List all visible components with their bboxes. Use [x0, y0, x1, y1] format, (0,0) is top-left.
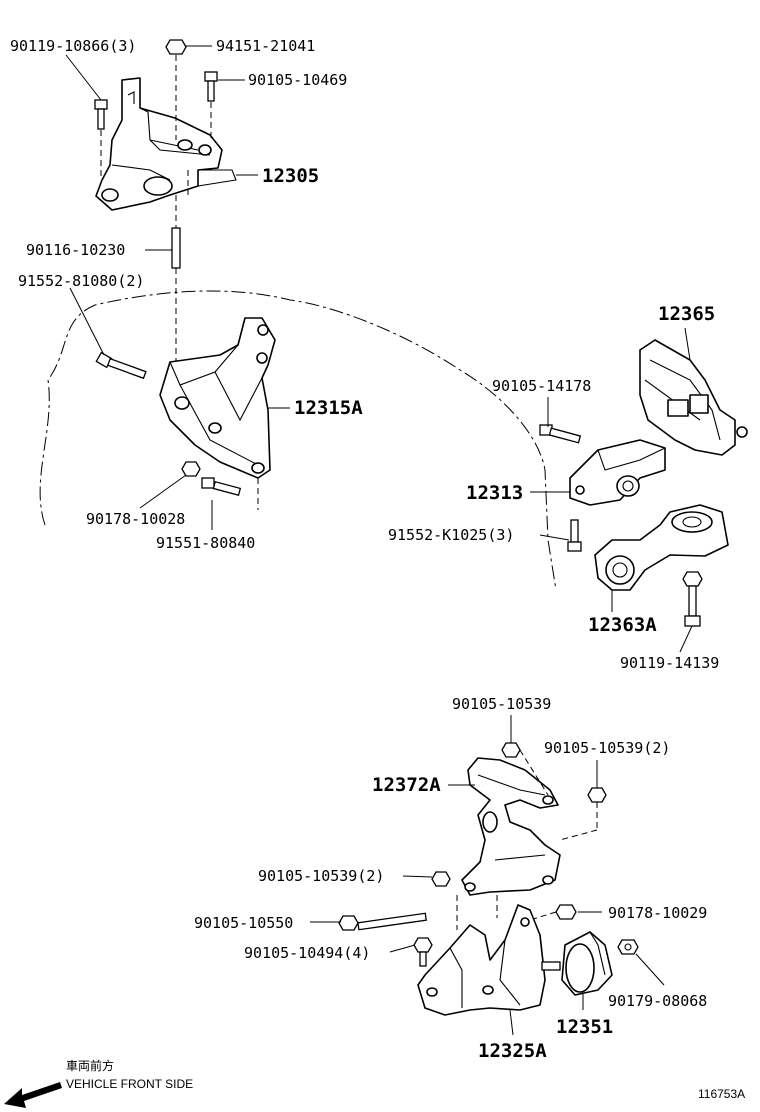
nut-90179-08068-icon: [617, 939, 639, 955]
engine-outline-phantom: [39, 290, 557, 591]
diagram-id: 116753A: [698, 1087, 745, 1101]
bolt-90105-10550-icon: [338, 912, 427, 931]
label-90178-10028: 90178-10028: [86, 510, 185, 528]
insulator-12351: [561, 931, 613, 996]
rear-mount-bracket-12372A: [461, 757, 561, 896]
bolt-90105-10539-b-icon: [587, 787, 607, 803]
rear-mount-bracket-12325A: [417, 904, 546, 1016]
label-90105-10539-2a: 90105-10539(2): [544, 739, 670, 757]
bolt-91552-K1025-icon: [567, 519, 582, 552]
label-12372A: 12372A: [372, 774, 441, 796]
label-90116-10230: 90116-10230: [26, 241, 125, 259]
stud-90116-10230-icon: [171, 227, 181, 269]
bolt-91552-81080-icon: [95, 351, 147, 380]
leader-lines: [65, 45, 693, 1036]
bolt-90119-10866-icon: [94, 99, 108, 130]
label-90119-14139: 90119-14139: [620, 654, 719, 672]
label-12351: 12351: [556, 1016, 613, 1038]
bolt-91551-80840-icon: [201, 477, 242, 497]
nut-90178-10029-icon: [555, 904, 577, 920]
label-90119-10866: 90119-10866(3): [10, 37, 136, 55]
label-90105-10539: 90105-10539: [452, 695, 551, 713]
label-91552-K1025: 91552-K1025(3): [388, 526, 514, 544]
label-90178-10029: 90178-10029: [608, 904, 707, 922]
bolt-90105-14178-icon: [539, 424, 582, 444]
bolt-90119-14139-icon: [682, 571, 703, 627]
stud-rear-mount-icon: [541, 961, 561, 971]
label-90105-10494: 90105-10494(4): [244, 944, 370, 962]
engine-mount-bracket-12315A: [159, 317, 276, 479]
nut-94151-21041-icon: [165, 39, 187, 55]
label-90105-14178: 90105-14178: [492, 377, 591, 395]
vehicle-front-side-label: VEHICLE FRONT SIDE: [66, 1077, 193, 1091]
cover-12365: [639, 339, 748, 456]
torque-rod-12363A: [594, 504, 729, 591]
label-12363A: 12363A: [588, 614, 657, 636]
label-94151-21041: 94151-21041: [216, 37, 315, 55]
bolt-90105-10469-icon: [204, 71, 218, 102]
label-91552-81080: 91552-81080(2): [18, 272, 144, 290]
label-12315A: 12315A: [294, 397, 363, 419]
label-90105-10469: 90105-10469: [248, 71, 347, 89]
bolt-90105-10539-icon: [501, 742, 521, 758]
nut-90178-10028-icon: [181, 461, 201, 477]
label-12305: 12305: [262, 165, 319, 187]
bolt-90105-10494-icon: [413, 937, 433, 967]
label-12365: 12365: [658, 303, 715, 325]
label-90105-10539-2b: 90105-10539(2): [258, 867, 384, 885]
bolt-90105-10539-c-icon: [431, 871, 451, 887]
label-91551-80840: 91551-80840: [156, 534, 255, 552]
mount-bracket-12313: [569, 439, 666, 506]
label-12325A: 12325A: [478, 1040, 547, 1062]
label-90179-08068: 90179-08068: [608, 992, 707, 1010]
front-direction-arrow-icon: [4, 1082, 62, 1108]
label-12313: 12313: [466, 482, 523, 504]
vehicle-front-jp-label: 車両前方: [66, 1058, 114, 1073]
engine-mount-insulator-12305: [95, 77, 237, 211]
label-90105-10550: 90105-10550: [194, 914, 293, 932]
